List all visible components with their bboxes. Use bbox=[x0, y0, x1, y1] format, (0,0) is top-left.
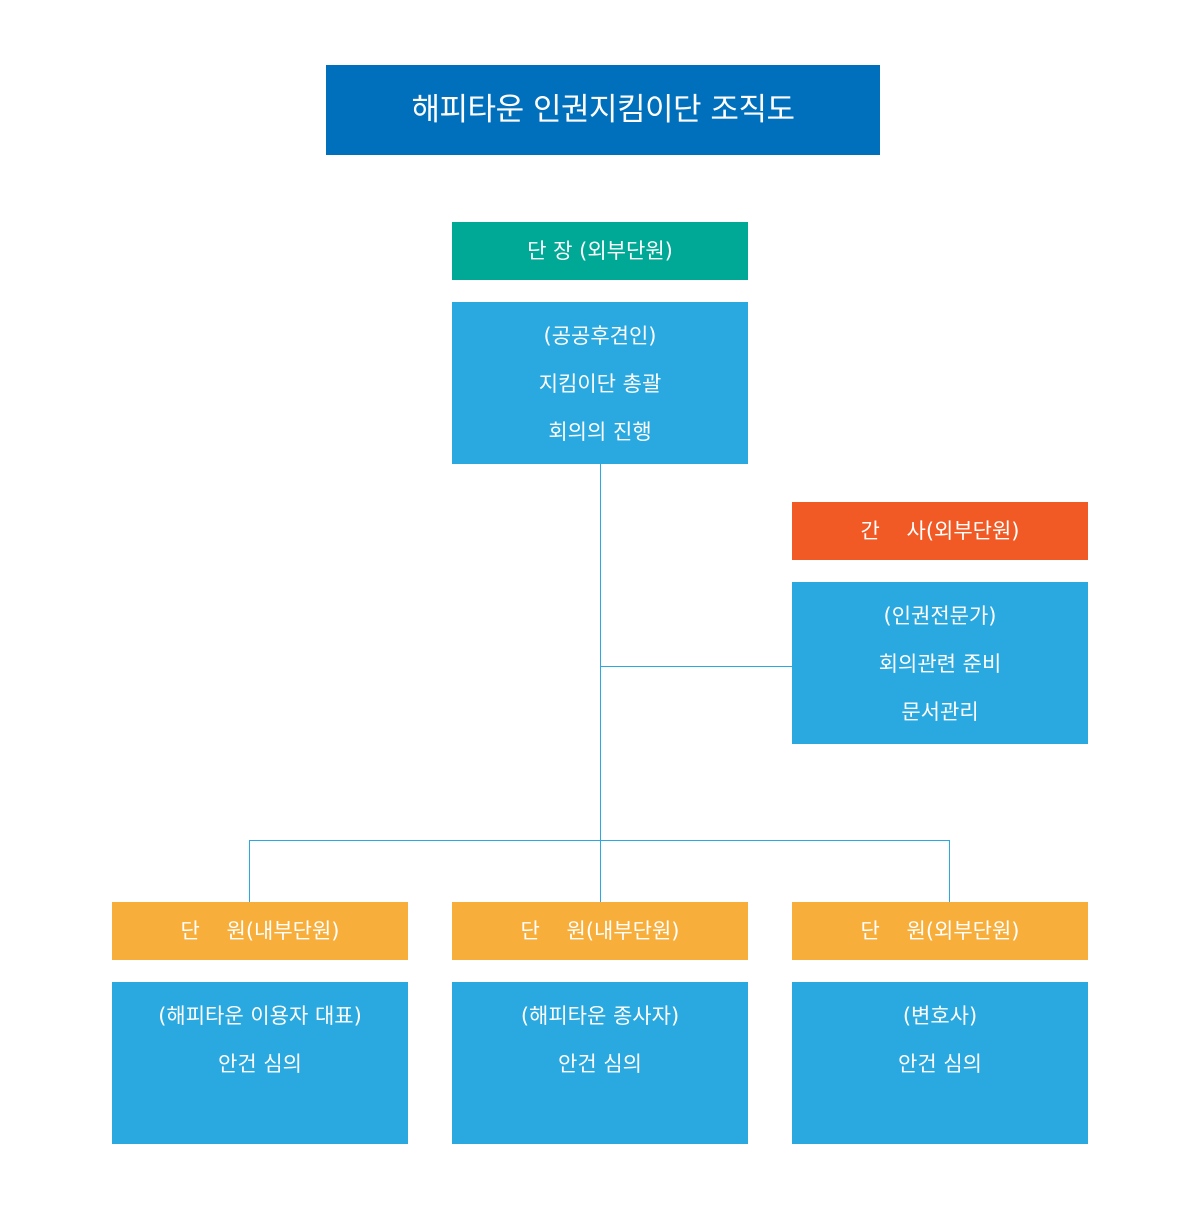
member-line: 안건 심의 bbox=[218, 1052, 302, 1076]
secretary-line: (인권전문가) bbox=[883, 604, 997, 628]
member-head-2: 단 원(내부단원) bbox=[452, 902, 748, 960]
member-line: 안건 심의 bbox=[898, 1052, 982, 1076]
leader-body: (공공후견인) 지킴이단 총괄 회의의 진행 bbox=[452, 302, 748, 464]
chart-title: 해피타운 인권지킴이단 조직도 bbox=[326, 65, 880, 155]
leader-head: 단 장 (외부단원) bbox=[452, 222, 748, 280]
leader-line: (공공후견인) bbox=[543, 324, 657, 348]
secretary-body: (인권전문가) 회의관련 준비 문서관리 bbox=[792, 582, 1088, 744]
secretary-line: 회의관련 준비 bbox=[878, 652, 1002, 676]
leader-line: 회의의 진행 bbox=[548, 420, 652, 444]
member-head-3: 단 원(외부단원) bbox=[792, 902, 1088, 960]
connector-leader-down bbox=[600, 463, 601, 902]
connector-member-right bbox=[949, 840, 950, 902]
member-line: (변호사) bbox=[902, 1004, 978, 1028]
member-body-2: (해피타운 종사자) 안건 심의 bbox=[452, 982, 748, 1144]
connector-secretary bbox=[600, 666, 792, 667]
leader-line: 지킴이단 총괄 bbox=[538, 372, 662, 396]
member-head-1: 단 원(내부단원) bbox=[112, 902, 408, 960]
connector-member-left bbox=[249, 840, 250, 902]
secretary-line: 문서관리 bbox=[901, 700, 979, 724]
member-body-3: (변호사) 안건 심의 bbox=[792, 982, 1088, 1144]
secretary-head: 간 사(외부단원) bbox=[792, 502, 1088, 560]
connector-members-bar bbox=[249, 840, 950, 841]
member-body-1: (해피타운 이용자 대표) 안건 심의 bbox=[112, 982, 408, 1144]
member-line: (해피타운 종사자) bbox=[520, 1004, 680, 1028]
member-line: (해피타운 이용자 대표) bbox=[158, 1004, 362, 1028]
member-line: 안건 심의 bbox=[558, 1052, 642, 1076]
